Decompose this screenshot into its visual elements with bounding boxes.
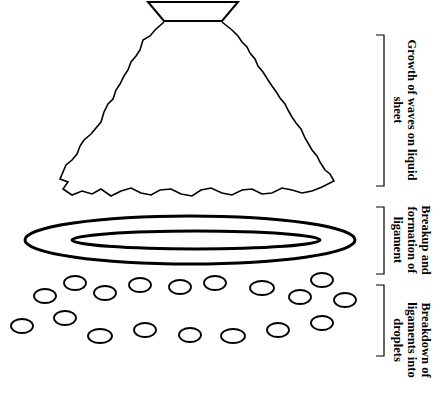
- stage-label: Breakdown of ligaments into droplets: [391, 290, 433, 390]
- ligament-ring-outer: [25, 216, 355, 264]
- brackets: [376, 35, 384, 356]
- stage-label: Growth of waves on liquid sheet: [391, 35, 419, 185]
- nozzle: [148, 2, 238, 21]
- liquid-sheet: [60, 22, 334, 196]
- droplets: [11, 273, 356, 343]
- stage-label: Breakup and formation of ligament: [391, 195, 433, 285]
- ligament-ring-inner: [72, 231, 320, 249]
